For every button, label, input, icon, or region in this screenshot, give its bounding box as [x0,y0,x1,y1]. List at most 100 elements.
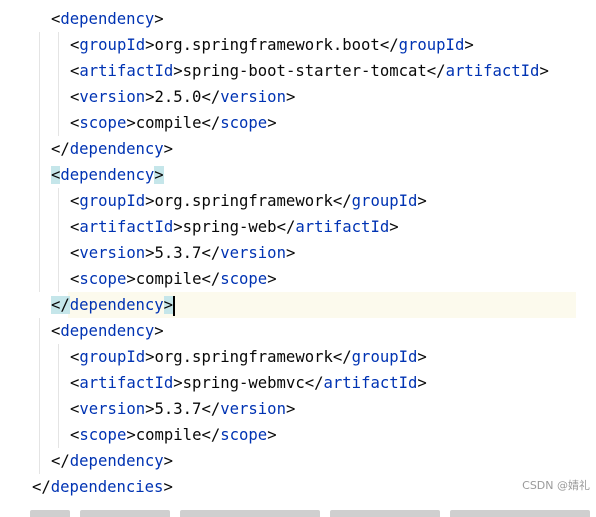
code-line[interactable]: <version>2.5.0</version> [0,84,295,110]
code-line[interactable]: <scope>compile</scope> [0,110,277,136]
tag-open-bracket: </ [304,374,324,392]
tag-open-bracket: </ [379,36,399,54]
tag-name: groupId [351,348,418,366]
tag-name: dependency [60,10,155,28]
tag-close-bracket: > [267,114,277,132]
tag-name: artifactId [295,218,390,236]
code-line[interactable]: </dependency> [0,448,173,474]
tag-close-bracket: > [173,374,183,392]
tag-name: scope [220,426,268,444]
tag-close-bracket: > [163,452,174,470]
code-line-content: <artifactId>spring-webmvc</artifactId> [70,374,427,392]
tag-close-bracket: > [163,140,174,158]
tag-open-bracket: </ [201,114,221,132]
tag-open-bracket: < [70,270,80,288]
tag-open-bracket: < [70,374,80,392]
tag-value: compile [135,114,202,132]
code-line[interactable]: <artifactId>spring-webmvc</artifactId> [0,370,427,396]
code-line-content: <dependency> [51,10,164,28]
code-line-content: <scope>compile</scope> [70,114,277,132]
code-line-content: <dependency> [51,322,164,340]
tag-open-bracket: < [51,322,61,340]
code-line[interactable]: <dependency> [0,318,164,344]
tag-open-bracket: </ [426,62,446,80]
tag-value: compile [135,426,202,444]
code-line-content: <groupId>org.springframework</groupId> [70,192,427,210]
code-line[interactable]: <artifactId>spring-web</artifactId> [0,214,399,240]
tag-name: groupId [351,192,418,210]
tag-name: groupId [398,36,465,54]
tag-open-bracket: < [70,114,80,132]
text-caret [173,295,175,316]
code-line-content: <groupId>org.springframework</groupId> [70,348,427,366]
tag-name: artifactId [445,62,540,80]
tag-close-bracket: > [173,218,183,236]
code-line-content: <scope>compile</scope> [70,270,277,288]
tag-close-bracket: > [145,400,155,418]
code-line-content: </dependencies> [32,478,173,496]
tag-close-bracket: > [389,218,399,236]
tag-open-bracket: < [70,244,80,262]
indent-guide [58,32,59,136]
indent-guide [58,188,59,292]
code-line[interactable]: <version>5.3.7</version> [0,240,295,266]
tag-value: org.springframework [154,348,333,366]
code-line[interactable]: </dependencies> [0,474,173,500]
tag-close-bracket: > [173,62,183,80]
tag-open-bracket: < [70,88,80,106]
tag-name: version [79,400,146,418]
code-line-content: <scope>compile</scope> [70,426,277,444]
tag-name: scope [79,426,127,444]
tag-name: dependencies [50,478,164,496]
code-line[interactable]: <groupId>org.springframework.boot</group… [0,32,474,58]
tag-name: dependency [60,322,155,340]
code-line[interactable]: </dependency> [0,136,173,162]
code-line-content: <version>5.3.7</version> [70,244,295,262]
watermark: CSDN @婧礼 [522,479,590,492]
tag-open-bracket: < [70,400,80,418]
tag-name: dependency [69,140,164,158]
code-line-content: <dependency> [51,166,164,184]
tag-open-bracket: < [70,36,80,54]
tag-name: artifactId [323,374,418,392]
tag-close-bracket: > [145,192,155,210]
tag-name: version [220,88,286,106]
tag-name: groupId [79,192,146,210]
tag-open-bracket: < [51,166,61,184]
code-line[interactable]: <groupId>org.springframework</groupId> [0,344,427,370]
tag-open-bracket: </ [51,452,70,470]
tag-open-bracket: < [70,62,80,80]
tag-open-bracket: < [70,348,80,366]
tag-open-bracket: </ [332,348,352,366]
tag-close-bracket: > [126,426,136,444]
code-line[interactable]: <dependency> [0,6,164,32]
tag-close-bracket: > [285,244,296,262]
tag-value: spring-boot-starter-tomcat [182,62,427,80]
code-editor[interactable]: <dependency><groupId>org.springframework… [0,0,596,500]
tag-close-bracket: > [417,192,427,210]
tag-name: groupId [79,36,146,54]
code-line-content: <artifactId>spring-boot-starter-tomcat</… [70,62,549,80]
tag-value: spring-webmvc [182,374,305,392]
tag-close-bracket: > [163,478,173,496]
tag-name: dependency [60,166,155,184]
tag-close-bracket: > [539,62,549,80]
tag-value: 2.5.0 [154,88,202,106]
code-line[interactable]: </dependency> [32,292,576,318]
code-line[interactable]: <groupId>org.springframework</groupId> [0,188,427,214]
tag-close-bracket: > [267,270,277,288]
tag-close-bracket: > [145,36,155,54]
tag-open-bracket: < [70,426,80,444]
code-line[interactable]: <artifactId>spring-boot-starter-tomcat</… [0,58,549,84]
tag-open-bracket: </ [51,140,70,158]
tag-name: dependency [69,296,164,314]
code-line[interactable]: <version>5.3.7</version> [0,396,295,422]
tag-value: spring-web [182,218,277,236]
tag-name: version [79,244,146,262]
tag-close-bracket: > [267,426,277,444]
code-line[interactable]: <scope>compile</scope> [0,422,277,448]
tag-open-bracket: </ [32,478,51,496]
code-line-content: </dependency> [51,295,175,316]
code-line[interactable]: <dependency> [0,162,164,188]
code-line[interactable]: <scope>compile</scope> [0,266,277,292]
